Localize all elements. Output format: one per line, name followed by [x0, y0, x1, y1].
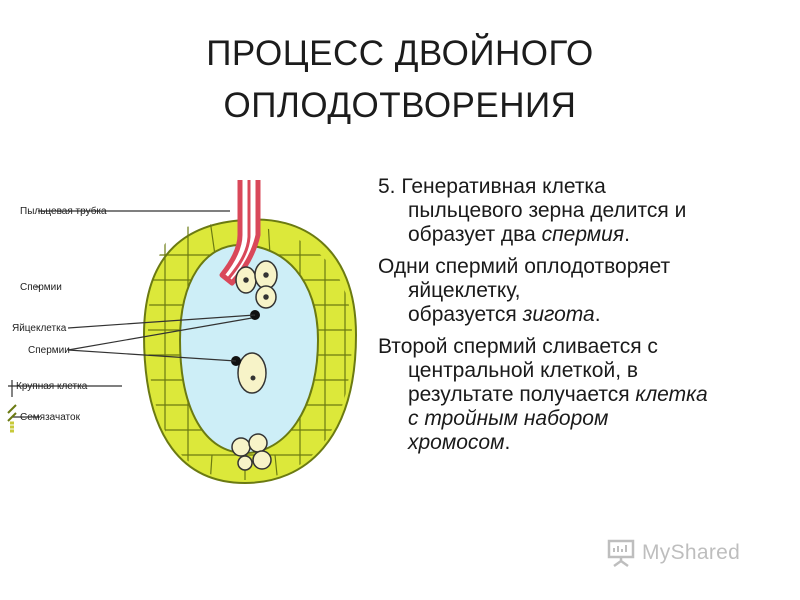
double-fertilization-diagram: Пыльцевая трубка Спермии Яйцеклетка Спер…: [7, 180, 358, 485]
label-ovule: Семязачаток: [20, 412, 81, 423]
term-cell: клетка: [635, 383, 708, 406]
slide-body-text: 5. Генеративная клетка пыльцевого зерна …: [378, 175, 790, 463]
paragraph-2: Одни спермий оплодотворяет яйцеклетку, о…: [378, 255, 790, 327]
label-sperms: Спермии: [28, 345, 70, 356]
central-cell: [237, 352, 267, 394]
label-pollen-tube: Пыльцевая трубка: [20, 205, 107, 217]
egg-apparatus: [235, 260, 278, 309]
label-sperms-top: Спермии: [20, 282, 62, 293]
edge-marks: [10, 421, 14, 433]
p2-line-3: образуется зигота.: [408, 303, 601, 326]
p2-line-2: яйцеклетку,: [408, 279, 521, 302]
antipodal-cells: [231, 433, 272, 471]
slide-title: ПРОЦЕСС ДВОЙНОГО ОПЛОДОТВОРЕНИЯ: [0, 28, 800, 132]
leader-lines: [8, 210, 256, 418]
p2-line-1: Одни спермий оплодотворяет: [378, 255, 671, 278]
paragraph-1: 5. Генеративная клетка пыльцевого зерна …: [378, 175, 790, 247]
label-egg-cell: Яйцеклетка: [12, 323, 67, 334]
myshared-watermark: MyShared: [606, 533, 776, 573]
label-large-cell: Крупная клетка: [16, 381, 88, 392]
term-sperms: спермия: [541, 223, 625, 246]
title-line-2: ОПЛОДОТВОРЕНИЯ: [223, 86, 577, 125]
p3-line-2: центральной клеткой, в: [408, 359, 639, 382]
p1-line-3: образует два спермия.: [408, 223, 630, 246]
p1-line-2: пыльцевого зерна делится и: [408, 199, 687, 222]
paragraph-3: Второй спермий сливается с центральной к…: [378, 335, 790, 455]
watermark-text: MyShared: [642, 541, 741, 564]
p1-line-1: 5. Генеративная клетка: [378, 175, 606, 198]
p3-line-5: хромосом.: [408, 431, 511, 454]
p3-line-3: результате получается клетка: [408, 383, 708, 406]
title-line-1: ПРОЦЕСС ДВОЙНОГО: [206, 34, 594, 73]
p3-line-4: с тройным набором: [408, 407, 609, 430]
p3-line-1: Второй спермий сливается с: [378, 335, 658, 358]
presentation-board-icon: [607, 539, 635, 568]
term-zygote: зигота: [522, 303, 595, 326]
